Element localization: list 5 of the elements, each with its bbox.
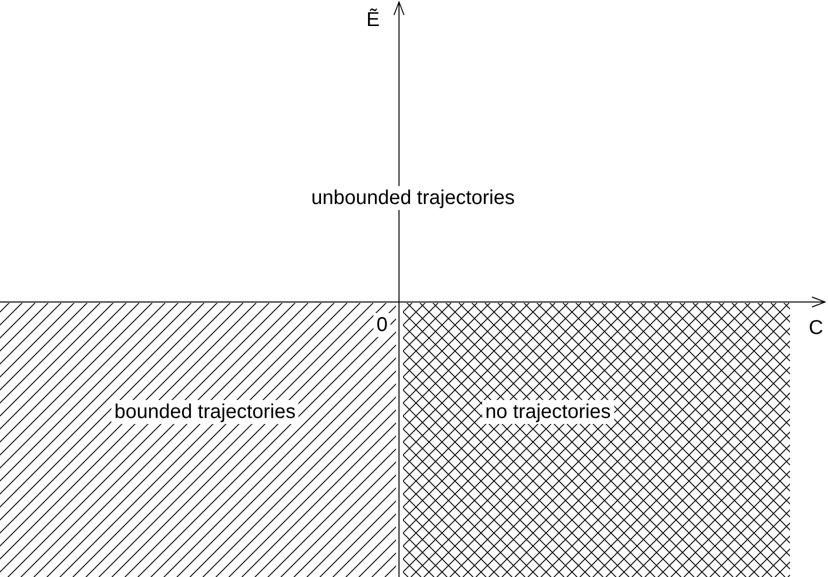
- region-label: no trajectories: [482, 400, 614, 424]
- axis-label: Ẽ: [366, 8, 380, 32]
- axis-label: C: [808, 316, 824, 340]
- origin-label: 0: [373, 313, 391, 337]
- region-label: bounded trajectories: [111, 400, 299, 424]
